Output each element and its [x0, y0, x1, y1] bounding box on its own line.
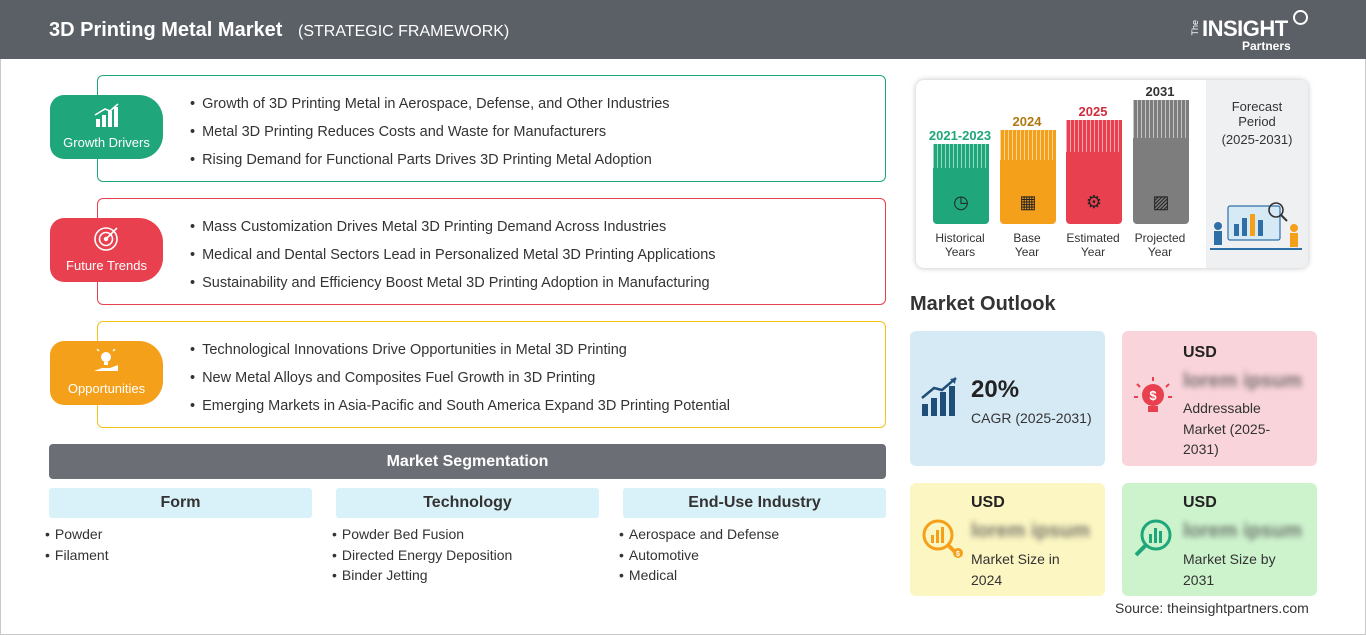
period-label-line: Projected	[1134, 231, 1186, 245]
addressable-value: lorem ipsum	[1183, 370, 1302, 392]
opportunity-item: Emerging Markets in Asia-Pacific and Sou…	[190, 396, 730, 424]
size-2031-label: Market Size by 2031	[1183, 551, 1276, 588]
forecast-title: Forecast Period	[1231, 99, 1283, 129]
calendar-icon: ▦	[1019, 192, 1037, 212]
logo-insight: INSIGHT	[1202, 16, 1288, 41]
header-bar: 3D Printing Metal Market (STRATEGIC FRAM…	[0, 0, 1366, 59]
period-label-line: Year	[1014, 245, 1040, 259]
logo-ring-icon	[1293, 10, 1308, 25]
segment-technology: Technology Powder Bed Fusion Directed En…	[336, 488, 599, 586]
period-bar	[933, 168, 989, 224]
size-2024-value: lorem ipsum	[971, 520, 1090, 542]
period-year: 2031	[1145, 84, 1175, 99]
segment-heading: Technology	[336, 488, 599, 518]
period-bar-top	[1000, 130, 1056, 160]
cagr-value: 20%	[971, 376, 1020, 403]
period-bar-top	[1133, 100, 1189, 138]
source-note: Source: theinsightpartners.com	[1115, 600, 1309, 616]
future-trend-item: Mass Customization Drives Metal 3D Print…	[190, 217, 716, 245]
dollar-bulb-icon: $	[1134, 377, 1172, 412]
period-bar	[1000, 160, 1056, 224]
cagr-card: 20% CAGR (2025-2031)	[910, 331, 1105, 466]
size-2024-currency: USD	[971, 494, 1005, 511]
svg-text:$: $	[1149, 388, 1157, 403]
period-label: Base Year	[992, 231, 1062, 259]
market-size-2024-card: $ USD lorem ipsum Market Size in 2024	[910, 483, 1105, 596]
period-label-line: Years	[944, 245, 976, 259]
opportunities-label: Opportunities	[67, 381, 146, 396]
future-trend-item: Sustainability and Efficiency Boost Meta…	[190, 273, 716, 301]
future-trends-label: Future Trends	[66, 258, 147, 273]
period-label-line: Year	[1080, 245, 1106, 259]
addressable-market-card: $ USD lorem ipsum Addressable Market (20…	[1122, 331, 1317, 466]
opportunities-tag: Opportunities	[50, 341, 163, 405]
growth-driver-item: Growth of 3D Printing Metal in Aerospace…	[190, 94, 669, 122]
lightbulb-hand-icon	[94, 349, 118, 371]
future-trends-tag: Future Trends	[50, 218, 163, 282]
market-size-2031-card: USD lorem ipsum Market Size by 2031	[1122, 483, 1317, 596]
period-bar-top	[933, 144, 989, 168]
future-trend-item: Medical and Dental Sectors Lead in Perso…	[190, 245, 715, 273]
history-clock-icon: ◷	[953, 192, 969, 212]
segment-end-use-industry: End-Use Industry Aerospace and Defense A…	[623, 488, 886, 586]
period-label: Projected Year	[1125, 231, 1195, 259]
period-year: 2024	[1012, 114, 1042, 129]
period-bar-top	[1066, 120, 1122, 152]
segment-item: Automotive	[619, 545, 886, 566]
size-2031-currency: USD	[1183, 494, 1217, 511]
forecast-range: (2025-2031)	[1221, 132, 1293, 147]
segment-form: Form Powder Filament	[49, 488, 312, 565]
period-bar	[1066, 152, 1122, 224]
opportunity-item: Technological Innovations Drive Opportun…	[190, 340, 730, 368]
page-title: 3D Printing Metal Market	[49, 19, 283, 41]
growth-chart-icon	[921, 377, 957, 416]
magnifier-chart-icon: $	[922, 519, 963, 558]
period-year: 2021-2023	[928, 128, 992, 143]
growth-drivers-tag: Growth Drivers	[50, 95, 163, 159]
target-icon	[94, 227, 118, 251]
segment-item: Aerospace and Defense	[619, 524, 886, 545]
opportunity-item: New Metal Alloys and Composites Fuel Gro…	[190, 368, 730, 396]
segment-item: Directed Energy Deposition	[332, 545, 599, 566]
presentation-chart-icon: ▨	[1152, 192, 1170, 212]
opportunities-box: Technological Innovations Drive Opportun…	[97, 321, 886, 428]
period-label-line: Year	[1147, 245, 1173, 259]
segment-item: Powder Bed Fusion	[332, 524, 599, 545]
segment-item: Binder Jetting	[332, 565, 599, 586]
period-year: 2025	[1078, 104, 1108, 119]
segment-item: Powder	[45, 524, 312, 545]
segment-heading: End-Use Industry	[623, 488, 886, 518]
period-label: Historical Years	[925, 231, 995, 259]
segmentation-title: Market Segmentation	[49, 444, 886, 479]
logo-partners: Partners	[1242, 39, 1291, 53]
addressable-label: Addressable Market (2025-2031)	[1183, 400, 1271, 457]
market-outlook-title: Market Outlook	[910, 293, 1056, 315]
growth-drivers-box: Growth of 3D Printing Metal in Aerospace…	[97, 75, 886, 182]
gears-icon: ⚙	[1085, 192, 1103, 212]
segment-item: Medical	[619, 565, 886, 586]
period-label-line: Estimated	[1066, 231, 1120, 245]
growth-driver-item: Rising Demand for Functional Parts Drive…	[190, 150, 670, 178]
logo-the: The	[1190, 20, 1200, 36]
period-bar	[1133, 138, 1189, 224]
bar-growth-icon	[94, 103, 119, 127]
cagr-label: CAGR (2025-2031)	[971, 410, 1092, 426]
analytics-illustration-icon	[1210, 202, 1302, 250]
segment-heading: Form	[49, 488, 312, 518]
size-2031-value: lorem ipsum	[1183, 520, 1302, 542]
period-label: Estimated Year	[1058, 231, 1128, 259]
growth-driver-item: Metal 3D Printing Reduces Costs and Wast…	[190, 122, 670, 150]
magnifier-bars-icon	[1134, 519, 1172, 557]
svg-text:$: $	[956, 551, 960, 558]
period-label-line: Historical	[935, 231, 985, 245]
insight-partners-logo[interactable]: The INSIGHT Partners	[1190, 10, 1310, 53]
segment-item: Filament	[45, 545, 312, 566]
future-trends-box: Mass Customization Drives Metal 3D Print…	[97, 198, 886, 305]
addressable-currency: USD	[1183, 344, 1217, 361]
growth-drivers-label: Growth Drivers	[63, 135, 150, 150]
period-label-line: Base	[1013, 231, 1041, 245]
size-2024-label: Market Size in 2024	[971, 551, 1060, 588]
page-subtitle: (STRATEGIC FRAMEWORK)	[298, 23, 510, 40]
